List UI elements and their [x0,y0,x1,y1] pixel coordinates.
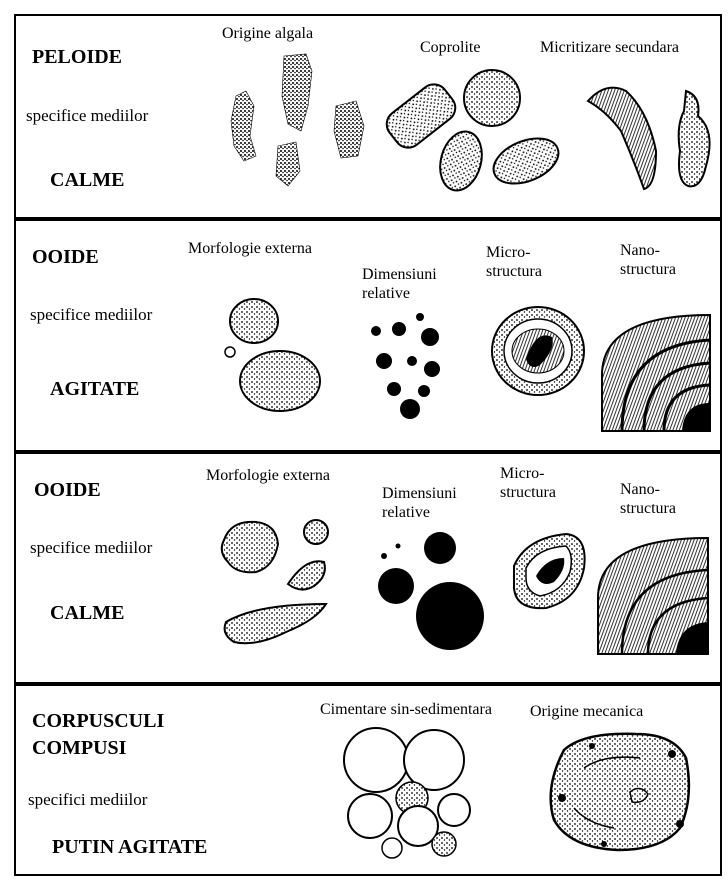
panel-title: PELOIDE [32,46,123,68]
caption-dimensiuni-relative: Dimensiuni relative [362,266,437,302]
coprolite-illustration [385,69,560,192]
ooid-microstructure-illustration [491,306,585,396]
ooid-morphology-illustration [220,519,329,645]
caption-cimentare-sin-sedimentara: Cimentare sin-sedimentara [320,701,492,718]
panel-title: OOIDE [34,479,101,501]
panel-peloide: PELOIDE specifice mediilor CALME Origine… [14,14,722,219]
ooid-nanostructure-illustration [601,313,711,432]
panel-subtitle: specifice mediilor [26,106,149,125]
ooid-microstructure-illustration [513,532,586,610]
caption-micro-structura: Micro- structura [486,244,542,280]
caption-nano-structura: Nano- structura [620,242,676,278]
panel-environment: AGITATE [50,378,140,400]
ooid-morphology-illustration [224,298,321,412]
panel-title: CORPUSCULI COMPUSI [32,710,165,759]
ooid-size-illustration [378,532,484,650]
caption-micro-structura: Micro- structura [500,465,556,501]
panel-ooide-calme: OOIDE specifice mediilor CALME Morfologi… [14,452,722,684]
caption-micritizare-secundara: Micritizare secundara [540,39,680,56]
ooid-size-illustration [371,313,440,419]
caption-origine-algala: Origine algala [222,25,314,42]
ooid-nanostructure-illustration [597,536,709,655]
grapestone-illustration [343,727,471,859]
panel-title: OOIDE [32,246,99,268]
caption-morfologie-externa: Morfologie externa [206,467,330,484]
caption-coprolite: Coprolite [420,39,481,56]
panel-ooide-agitate: OOIDE specifice mediilor AGITATE Morfolo… [14,219,722,452]
panel-subtitle: specifici mediilor [28,790,148,809]
panel-environment: PUTIN AGITATE [52,836,208,858]
caption-dimensiuni-relative: Dimensiuni relative [382,485,457,521]
algal-peloids-illustration [230,53,365,187]
caption-morfologie-externa: Morfologie externa [188,240,312,257]
caption-origine-mecanica: Origine mecanica [530,703,644,720]
panel-environment: CALME [50,602,125,624]
panel-environment: CALME [50,169,125,191]
caption-nano-structura: Nano- structura [620,481,676,517]
micritization-illustration [586,86,711,191]
panel-corpusculi-compusi: CORPUSCULI COMPUSI specifici mediilor PU… [14,684,722,876]
panel-subtitle: specifice mediilor [30,305,153,324]
intraclast-illustration [549,732,691,852]
panel-subtitle: specifice mediilor [30,538,153,557]
